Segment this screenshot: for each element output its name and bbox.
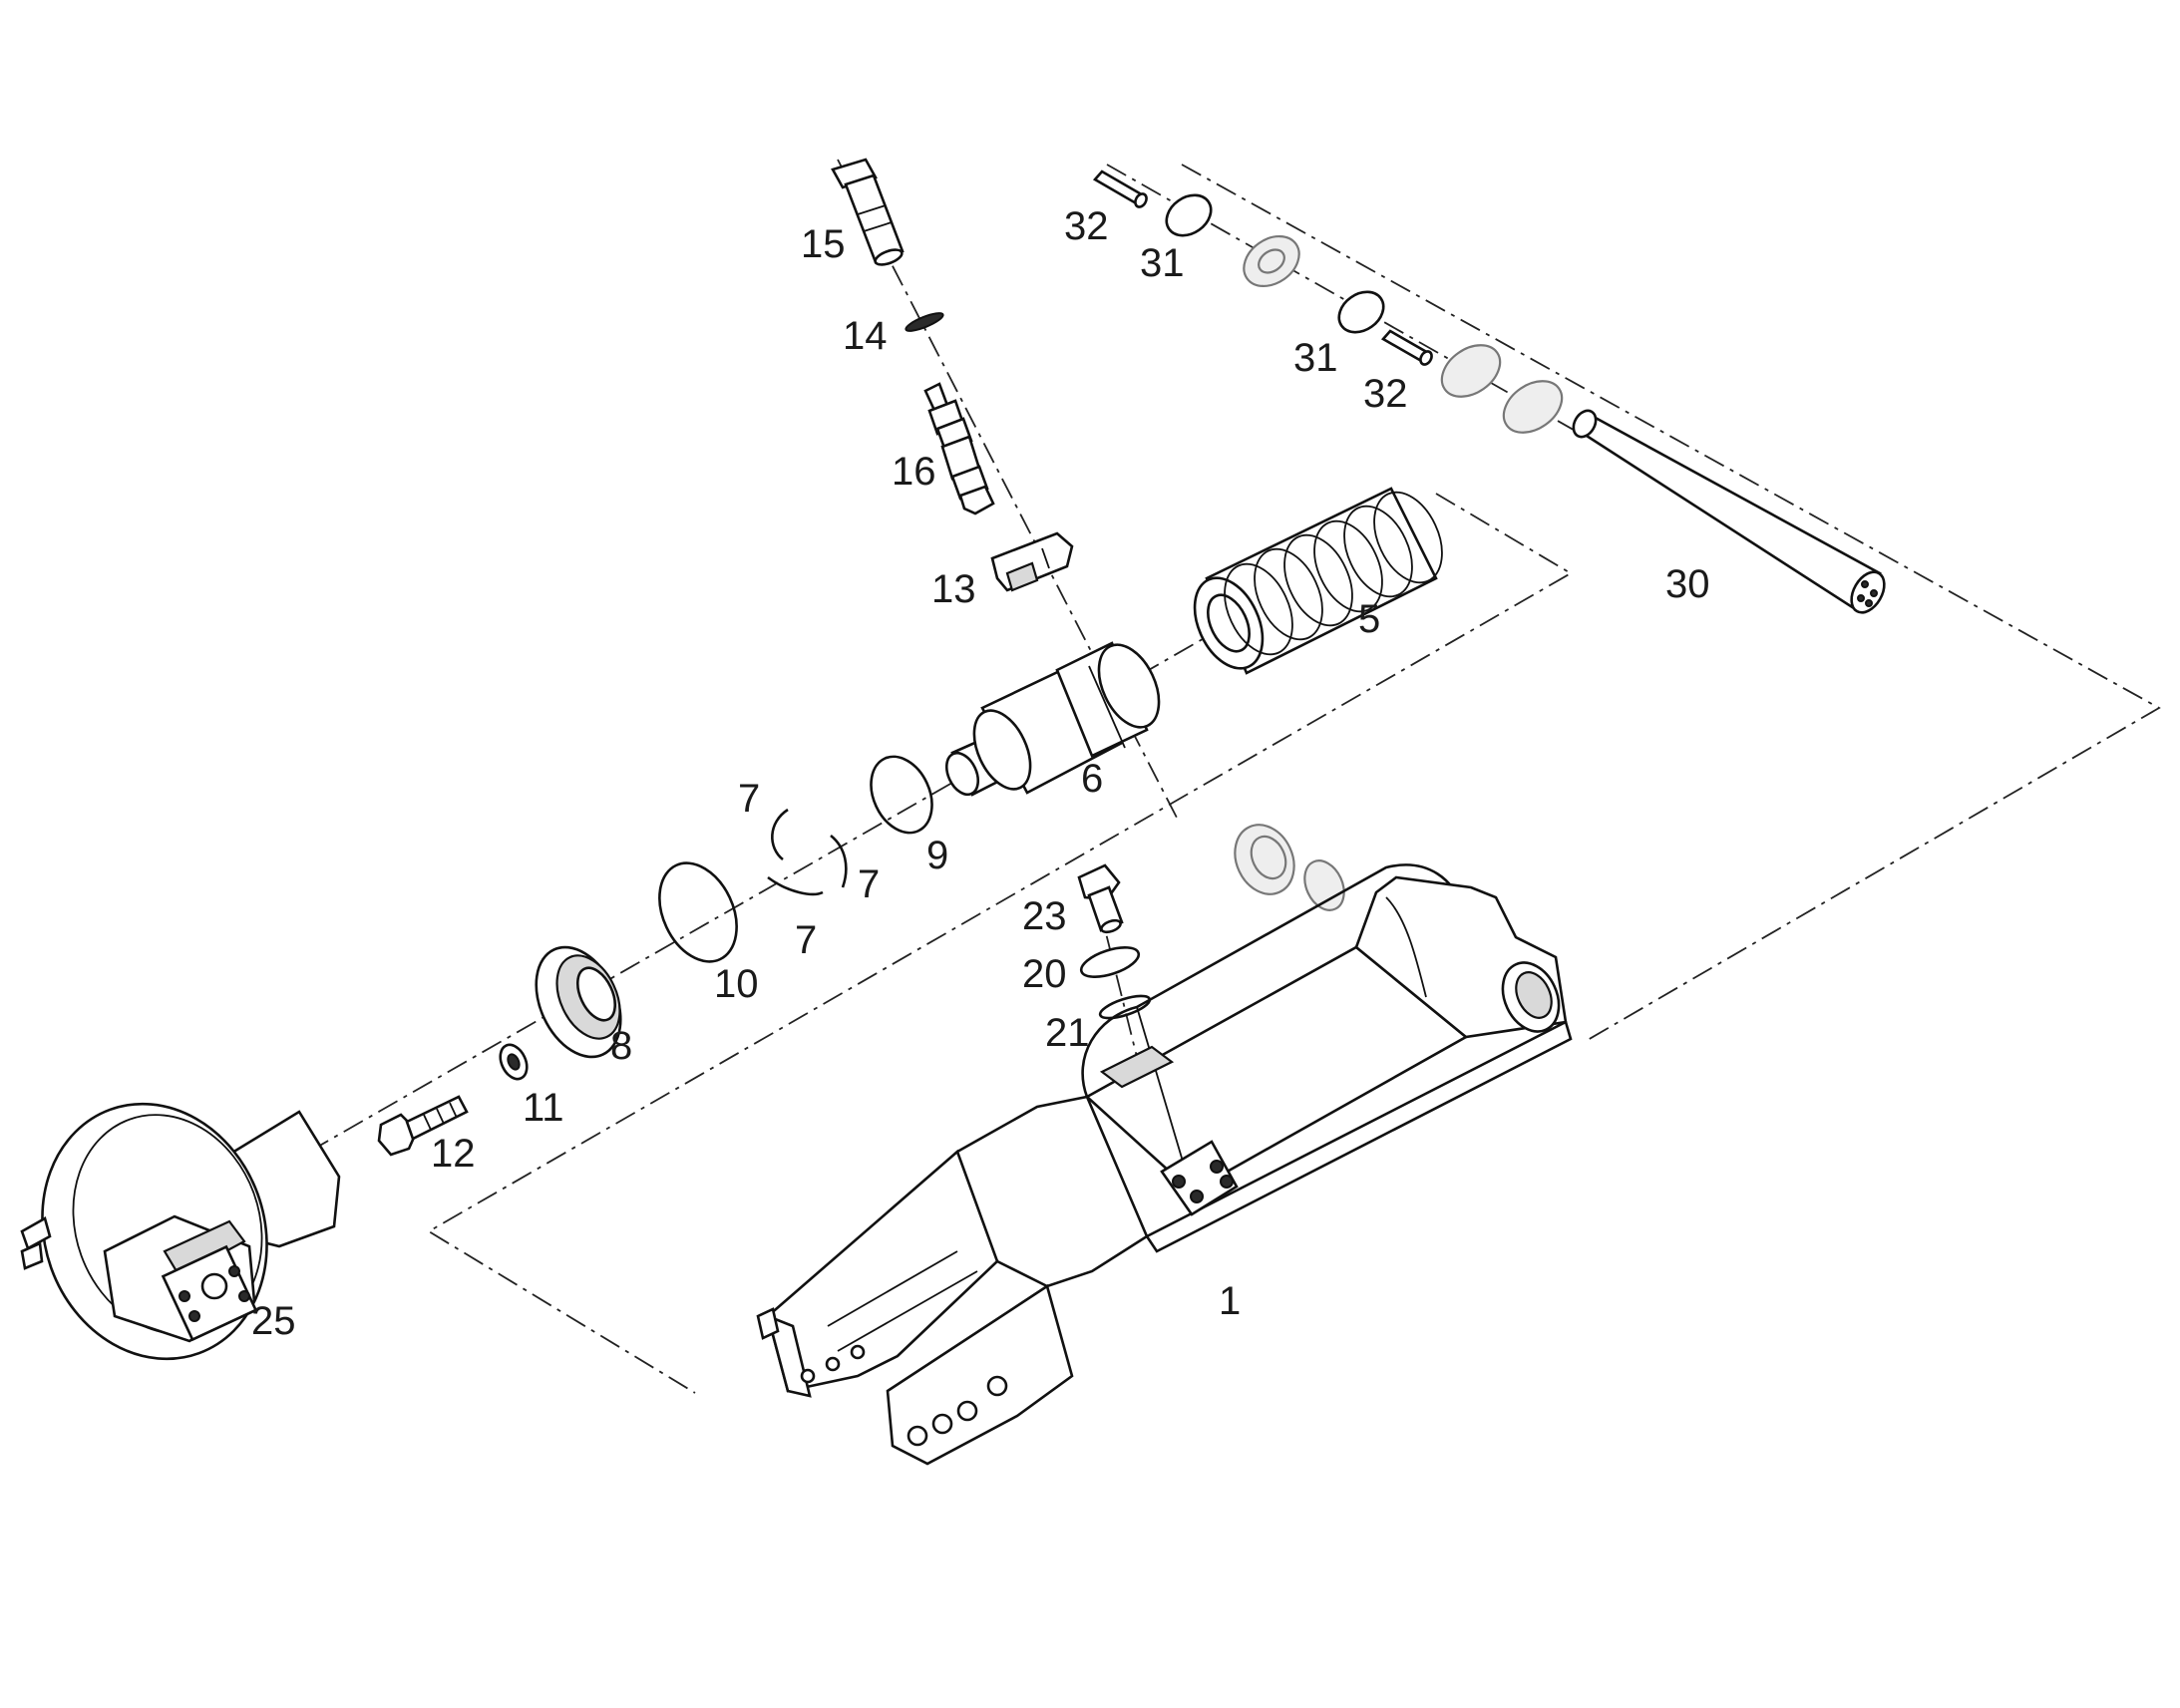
part-15-bolt xyxy=(831,158,905,266)
callout-9: 9 xyxy=(926,834,948,877)
callout-7-a: 7 xyxy=(738,777,760,821)
part-16-grease-valve xyxy=(923,382,995,515)
part-9-oring xyxy=(870,755,933,835)
part-valve-disc xyxy=(1243,234,1300,288)
part-30-rod xyxy=(1572,409,1886,614)
part-23-plug xyxy=(1077,863,1124,934)
callout-7-c: 7 xyxy=(795,918,817,962)
callout-13: 13 xyxy=(931,567,976,611)
callout-30: 30 xyxy=(1665,562,1710,606)
callout-10: 10 xyxy=(714,962,759,1006)
callout-7-b: 7 xyxy=(858,862,880,906)
part-10-oring xyxy=(658,861,738,963)
part-25-idler-wheel xyxy=(20,1102,341,1361)
part-7-split-rings xyxy=(767,808,848,896)
part-12-bolt xyxy=(377,1095,469,1157)
part-6-piston xyxy=(944,641,1161,797)
part-valve-cylinder xyxy=(1234,824,1295,895)
callout-5: 5 xyxy=(1358,597,1380,641)
part-31-ring-lower xyxy=(1337,290,1385,334)
callout-31-lower: 31 xyxy=(1293,336,1338,380)
callout-21: 21 xyxy=(1045,1011,1090,1055)
callout-31-upper: 31 xyxy=(1140,241,1185,285)
assembly-line-right xyxy=(1181,164,2161,1041)
callout-1: 1 xyxy=(1219,1279,1241,1323)
part-32-pin-lower xyxy=(1380,329,1433,366)
callout-11: 11 xyxy=(523,1086,564,1130)
part-seal-ring-a xyxy=(1440,344,1502,398)
axis-line-main xyxy=(308,627,1223,1153)
part-20-washer xyxy=(1079,945,1141,979)
part-seal-ring-b xyxy=(1502,380,1564,434)
callout-32-upper: 32 xyxy=(1064,204,1109,248)
part-14-oring xyxy=(905,312,944,332)
part-8-seal xyxy=(535,945,622,1059)
part-32-pin-upper xyxy=(1092,170,1148,208)
callout-12: 12 xyxy=(431,1132,476,1176)
callout-labels: 15 14 16 13 32 31 31 32 30 5 6 7 7 7 9 1… xyxy=(251,204,1710,1343)
callout-8: 8 xyxy=(610,1024,632,1068)
part-1-cylinder-frame xyxy=(756,863,1573,1466)
part-seal-cylinder xyxy=(1303,859,1345,911)
callout-20: 20 xyxy=(1022,952,1067,996)
callout-14: 14 xyxy=(843,314,888,358)
callout-32-lower: 32 xyxy=(1363,372,1408,416)
callout-6: 6 xyxy=(1081,757,1103,801)
part-13-bracket xyxy=(990,531,1074,592)
part-5-spring xyxy=(1193,487,1443,675)
assembly-line-middle xyxy=(427,493,1573,1394)
part-21-oring xyxy=(1098,994,1152,1020)
part-31-ring-upper xyxy=(1165,193,1213,237)
part-11-washer xyxy=(499,1043,529,1081)
callout-25: 25 xyxy=(251,1299,296,1343)
callout-16: 16 xyxy=(892,450,936,494)
callout-15: 15 xyxy=(801,222,846,266)
callout-23: 23 xyxy=(1022,894,1067,938)
